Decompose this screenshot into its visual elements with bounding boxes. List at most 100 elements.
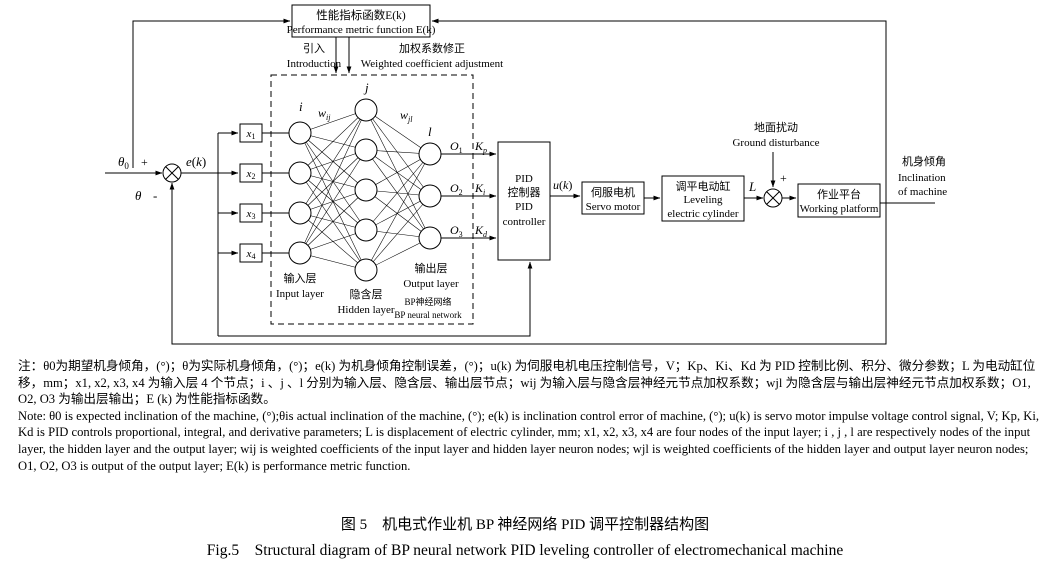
network-link: [365, 149, 431, 239]
performance-metric-cn: 性能指标函数E(k): [316, 8, 406, 22]
network-link: [299, 109, 367, 214]
output-neuron-3: [418, 226, 442, 250]
weight-adjust-en: Weighted coefficient adjustment: [361, 58, 503, 70]
output-neuron-2: [418, 184, 442, 208]
servo-motor-en: Servo motor: [586, 201, 641, 213]
svg-text:x1: x1: [246, 128, 256, 141]
figure-notes: 注：θ0为期望机身倾角，(°)；θ为实际机身倾角，(°)；e(k) 为机身倾角控…: [18, 358, 1040, 474]
network-link: [299, 109, 367, 254]
svg-text:x3: x3: [246, 208, 256, 221]
input-layer-en: Input layer: [276, 288, 324, 300]
hidden-neuron-1: [354, 98, 378, 122]
node-j-label: j: [363, 80, 369, 95]
summing-junction-error: [162, 163, 182, 183]
hidden-neuron-3: [354, 178, 378, 202]
pid-en-2: controller: [503, 216, 546, 228]
introduction-en: Introduction: [287, 58, 342, 70]
notes-en: Note: θ0 is expected inclination of the …: [18, 408, 1039, 473]
network-link: [365, 237, 431, 271]
ki-label: Ki: [474, 181, 485, 197]
figure-caption-en: Fig.5 Structural diagram of BP neural ne…: [206, 542, 844, 559]
performance-metric-block: [291, 4, 431, 38]
node-i-label: i: [299, 99, 303, 114]
input-box-x2: x2: [239, 163, 263, 183]
svg-text:x2: x2: [246, 168, 256, 181]
input-layer-cn: 输入层: [284, 271, 317, 285]
leveling-cylinder-en-1: Leveling: [683, 194, 723, 206]
output-neuron-1: [418, 142, 442, 166]
ground-disturbance-cn: 地面扰动: [754, 120, 798, 134]
output-layer-cn: 输出层: [415, 261, 448, 275]
output-layer-en: Output layer: [403, 278, 459, 290]
network-link: [365, 195, 431, 231]
network-link: [365, 109, 431, 155]
bp-network-en: BP neural network: [394, 310, 462, 320]
network-link: [365, 153, 431, 191]
network-link: [365, 109, 431, 197]
hidden-neuron-2: [354, 138, 378, 162]
output-o3-label: O3: [450, 223, 463, 239]
weight-wij-label: wij: [318, 106, 331, 122]
plus-sign: +: [141, 155, 148, 169]
working-platform-block: [797, 183, 881, 218]
input-neuron-1: [288, 121, 312, 145]
leveling-cylinder-cn: 调平电动缸: [676, 179, 731, 193]
network-link: [365, 189, 431, 239]
inclination-en-2: of machine: [898, 186, 947, 198]
neural-network-nodes: [288, 98, 442, 282]
kp-label: Kp: [474, 139, 487, 155]
input-neuron-4: [288, 241, 312, 265]
hidden-neuron-5: [354, 258, 378, 282]
network-link: [365, 153, 431, 231]
notes-cn: 注：θ0为期望机身倾角，(°)；θ为实际机身倾角，(°)；e(k) 为机身倾角控…: [18, 359, 1036, 407]
working-platform-cn: 作业平台: [817, 187, 861, 201]
uk-label: u(k): [553, 178, 572, 192]
minus-sign: -: [153, 188, 157, 203]
inclination-en-1: Inclination: [898, 172, 946, 184]
theta-label: θ: [135, 188, 142, 203]
performance-metric-en: Performance metric function E(k): [287, 24, 436, 36]
leveling-cylinder-en-2: electric cylinder: [667, 208, 738, 220]
network-link: [365, 195, 431, 271]
network-link: [299, 109, 367, 134]
kd-label: Kd: [474, 223, 488, 239]
pid-controller-block: [497, 141, 551, 261]
working-platform-en: Working platform: [800, 203, 879, 215]
pid-cn-2: 控制器: [508, 185, 541, 199]
hidden-layer-cn: 隐含层: [350, 287, 383, 301]
weight-adjust-cn: 加权系数修正: [399, 41, 465, 55]
input-neuron-3: [288, 201, 312, 225]
error-label: e(k): [186, 154, 206, 169]
controller-structure-diagram: 性能指标函数E(k) Performance metric function E…: [105, 4, 947, 345]
input-box-x3: x3: [239, 203, 263, 223]
input-box-x4: x4: [239, 243, 263, 263]
svg-text:x4: x4: [246, 248, 256, 261]
figure-caption-cn: 图 5 机电式作业机 BP 神经网络 PID 调平控制器结构图: [340, 517, 710, 533]
ground-disturbance-en: Ground disturbance: [732, 137, 819, 149]
output-o1-label: O1: [450, 139, 463, 155]
hidden-layer-en: Hidden layer: [337, 304, 394, 316]
displacement-l-label: L: [748, 179, 756, 194]
leveling-cylinder-block: [661, 175, 745, 222]
theta0-label: θ0: [118, 154, 129, 171]
plus-sign-disturbance: +: [780, 171, 787, 185]
bp-network-cn: BP神经网络: [404, 296, 451, 307]
inclination-cn: 机身倾角: [902, 154, 946, 168]
input-box-x1: x1: [239, 123, 263, 143]
hidden-neuron-4: [354, 218, 378, 242]
introduction-cn: 引入: [303, 41, 325, 55]
network-link: [299, 229, 367, 254]
pid-cn-1: PID: [515, 173, 533, 185]
network-link: [299, 149, 367, 254]
network-link: [365, 149, 431, 197]
input-neuron-2: [288, 161, 312, 185]
pid-en-1: PID: [515, 201, 533, 213]
output-o2-label: O2: [450, 181, 463, 197]
node-l-label: l: [428, 124, 432, 139]
network-link: [299, 109, 367, 174]
summing-junction-disturbance: [763, 188, 783, 208]
network-link: [299, 189, 367, 254]
servo-motor-cn: 伺服电机: [591, 185, 635, 199]
network-link: [365, 109, 431, 239]
servo-motor-block: [581, 181, 645, 215]
